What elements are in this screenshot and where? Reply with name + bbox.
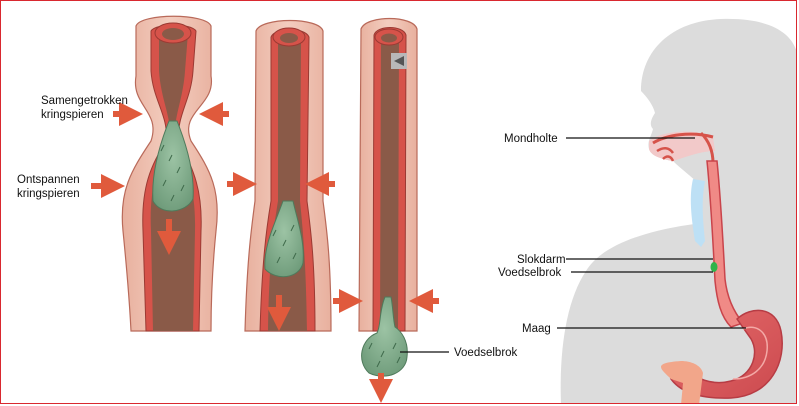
body-silhouette: [560, 18, 796, 403]
stomach-label: Maag: [522, 323, 551, 335]
food-bolus-dot: [710, 262, 718, 272]
mouth-label: Mondholte: [504, 133, 558, 145]
stage-2: [244, 19, 332, 332]
food-bolus-label-right: Voedselbrok: [498, 267, 562, 279]
esophagus-label: Slokdarm: [517, 254, 566, 266]
relaxed-label-line1: Ontspannen: [17, 174, 80, 186]
stage-1: [121, 15, 218, 332]
contracted-label-line1: Samengetrokken: [41, 95, 128, 107]
mouth-cavity: [649, 131, 715, 164]
intestine: [661, 361, 703, 403]
relaxed-label-line2: kringspieren: [17, 188, 80, 200]
trachea: [690, 179, 705, 247]
contracted-label-line2: kringspieren: [41, 109, 104, 121]
leader-lines: [400, 137, 746, 353]
stage-3: [358, 18, 418, 403]
muscle-arrows: [91, 102, 439, 313]
food-bolus-label-left: Voedselbrok: [454, 347, 518, 359]
